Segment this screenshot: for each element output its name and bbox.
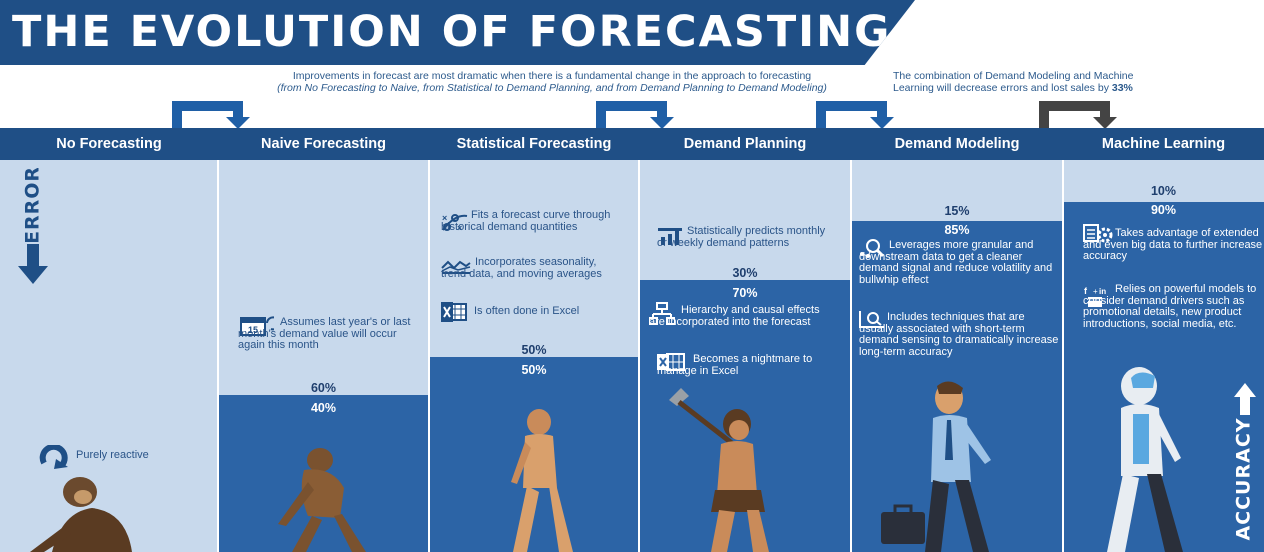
intro-text: Improvements in forecast are most dramat… (222, 70, 882, 94)
gears-data-icon (1083, 224, 1113, 243)
primate-figure-icon (278, 448, 366, 552)
svg-text:in: in (1099, 287, 1106, 296)
feature-text: Takes advantage of extended and even big… (1083, 227, 1263, 262)
column-header-bar (0, 128, 1264, 160)
column-demand-planning: Statistically predicts monthly or weekly… (639, 160, 851, 552)
feature-text: Becomes a nightmare to manage in Excel (657, 353, 813, 377)
accuracy-label-text: ACCURACY (1233, 417, 1255, 540)
transition-arrow-icon (172, 101, 250, 129)
error-reduction-stat: 33% (1111, 82, 1133, 94)
combination-note-line: The combination of Demand Modeling and M… (893, 70, 1134, 82)
social-drivers-icon: f + in (1084, 286, 1106, 307)
calendar-refresh-icon: 15 (240, 316, 274, 336)
accuracy-percentage: 40% (310, 401, 337, 415)
column-header-demand-modeling: Demand Modeling (894, 136, 1020, 152)
error-area (1063, 160, 1264, 202)
error-label-text: ERROR (22, 168, 44, 242)
error-area (218, 160, 429, 395)
feature-text: Is often done in Excel (474, 305, 580, 317)
error-label: ERROR (22, 168, 44, 242)
magnifier-network-icon (860, 239, 885, 258)
column-naive-forecasting: 15 Assumes last year's or last month's d… (218, 160, 429, 552)
combination-arrow-icon (1039, 101, 1117, 129)
down-arrow-icon (18, 244, 48, 284)
robot-figure-icon (1107, 367, 1183, 552)
combination-note: The combination of Demand Modeling and M… (893, 70, 1233, 94)
excel-warning-icon (657, 353, 685, 371)
column-divider (1062, 160, 1064, 552)
excel-icon (441, 302, 467, 322)
feature-text: Relies on powerful models to consider de… (1083, 283, 1257, 330)
column-no-forecasting: Purely reactive (0, 160, 218, 552)
calendar-day-text: 15 (248, 325, 258, 335)
accuracy-percentage: 90% (1150, 203, 1177, 217)
feature-text: Fits a forecast curve through historical… (441, 209, 611, 233)
refresh-arrow-icon (39, 445, 68, 469)
feature-text: Statistically predicts monthly or weekly… (657, 225, 826, 249)
column-machine-learning: 10% 90% Takes advantage of extended and … (1063, 160, 1264, 552)
title-banner: THE EVOLUTION OF FORECASTING (0, 0, 915, 65)
bar-chart-icon (658, 228, 682, 245)
combination-note-line: Learning will decrease errors and lost s… (893, 82, 1233, 94)
feature-text: Purely reactive (76, 449, 149, 461)
column-header-machine-learning: Machine Learning (1101, 136, 1226, 152)
column-divider (217, 160, 219, 552)
column-demand-modeling: 15% 85% Leverages more granular and down… (851, 160, 1063, 552)
accuracy-percentage: 85% (944, 223, 970, 237)
scatter-curve-icon: × × (442, 213, 468, 232)
hierarchy-icon (649, 302, 675, 325)
error-percentage: 50% (521, 343, 547, 357)
column-header-demand-planning: Demand Planning (683, 136, 807, 152)
svg-text:×: × (457, 223, 462, 232)
feature-text: Hierarchy and causal effects are incorpo… (649, 304, 820, 328)
combination-note-text: Learning will decrease errors and lost s… (893, 82, 1112, 94)
error-percentage: 10% (1150, 184, 1177, 198)
error-area (639, 160, 851, 280)
monkey-figure-icon (30, 477, 132, 552)
error-area (429, 160, 639, 357)
transition-arrow-icon (596, 101, 674, 129)
caveman-figure-icon (669, 388, 769, 552)
column-divider (638, 160, 640, 552)
feature-text: Leverages more granular and downstream d… (859, 239, 1053, 286)
feature-text: Assumes last year's or last month's dema… (238, 316, 411, 351)
sensing-icon (859, 311, 884, 328)
column-header-naive-forecasting: Naive Forecasting (261, 136, 386, 152)
error-area (851, 160, 1063, 221)
error-percentage: 30% (732, 266, 758, 280)
intro-line: Improvements in forecast are most dramat… (292, 70, 812, 82)
accuracy-percentage: 50% (521, 363, 547, 377)
svg-text:+: + (1093, 287, 1098, 296)
column-statistical-forecasting: × × Fits a forecast curve through histor… (429, 160, 639, 552)
feature-text: Incorporates seasonality, trend data, an… (441, 256, 602, 280)
up-arrow-icon (1234, 383, 1256, 415)
column-header-no-forecasting: No Forecasting (56, 136, 162, 152)
error-percentage: 15% (944, 204, 970, 218)
businessman-figure-icon (881, 381, 991, 552)
svg-text:f: f (1084, 286, 1088, 296)
column-divider (850, 160, 852, 552)
error-percentage: 60% (310, 381, 337, 395)
early-human-figure-icon (511, 409, 573, 552)
column-divider (428, 160, 430, 552)
accuracy-percentage: 70% (732, 286, 758, 300)
svg-text:×: × (442, 213, 447, 223)
column-header-statistical-forecasting: Statistical Forecasting (456, 136, 612, 152)
feature-text: Includes techniques that are usually ass… (859, 311, 1059, 358)
intro-subline: (from No Forecasting to Naive, from Stat… (277, 82, 827, 94)
transition-arrow-icon (816, 101, 894, 129)
page-title: THE EVOLUTION OF FORECASTING (12, 7, 892, 57)
accuracy-label: ACCURACY (1233, 417, 1255, 540)
trend-chart-icon (441, 260, 471, 274)
